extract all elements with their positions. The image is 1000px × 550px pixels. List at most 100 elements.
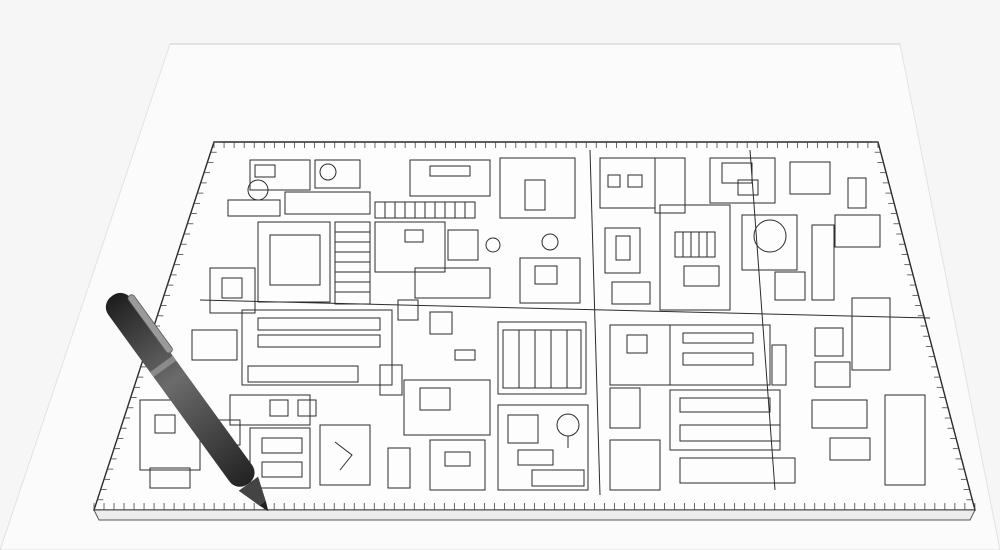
room xyxy=(497,404,589,491)
wall-horizontal-middle xyxy=(199,299,931,319)
ballpoint-pen-icon xyxy=(105,292,269,512)
room xyxy=(284,191,371,215)
room xyxy=(191,329,238,361)
room xyxy=(257,221,331,303)
stair-lines xyxy=(335,231,370,293)
room xyxy=(379,364,403,396)
room xyxy=(229,394,311,426)
room xyxy=(409,159,491,197)
room xyxy=(519,257,581,304)
room xyxy=(774,271,806,301)
room xyxy=(249,427,311,489)
room xyxy=(403,379,491,436)
room xyxy=(611,281,651,305)
room xyxy=(507,414,539,444)
wall-vertical-center xyxy=(589,149,601,496)
plant-symbol xyxy=(541,233,559,251)
pen-tip-cone xyxy=(238,476,266,506)
room xyxy=(741,214,798,271)
fixture-round xyxy=(319,163,337,181)
room xyxy=(709,157,776,204)
room xyxy=(444,451,471,467)
room xyxy=(682,332,754,344)
room xyxy=(261,461,303,478)
room xyxy=(531,469,585,487)
pen-clip xyxy=(127,294,173,354)
stair-block xyxy=(834,214,881,248)
room xyxy=(683,265,720,287)
room xyxy=(682,352,754,366)
stair-block xyxy=(674,231,716,258)
room xyxy=(154,414,176,434)
room xyxy=(261,437,303,454)
room xyxy=(679,457,796,484)
room xyxy=(814,327,844,357)
room xyxy=(227,199,281,217)
room xyxy=(297,399,317,417)
equipment xyxy=(789,161,831,195)
room xyxy=(609,439,661,491)
room xyxy=(319,424,371,486)
pen-body xyxy=(105,292,255,487)
room xyxy=(721,162,753,184)
room xyxy=(524,179,546,211)
stair-lines xyxy=(384,202,466,218)
room xyxy=(609,387,641,429)
stair-block xyxy=(811,224,835,301)
room xyxy=(517,449,554,466)
room xyxy=(414,267,491,299)
room xyxy=(829,437,871,461)
room xyxy=(454,349,476,361)
room xyxy=(221,277,243,299)
room xyxy=(534,265,558,285)
room xyxy=(604,227,641,274)
room xyxy=(737,179,759,196)
room xyxy=(241,309,393,386)
room xyxy=(257,334,381,348)
room xyxy=(269,234,321,286)
room xyxy=(429,439,486,491)
ruler-ticks xyxy=(93,141,976,511)
room xyxy=(209,267,256,314)
room xyxy=(387,447,411,489)
room xyxy=(404,229,424,243)
room xyxy=(626,334,648,354)
room xyxy=(499,157,576,219)
stair-block xyxy=(851,297,891,371)
room xyxy=(497,321,587,395)
room xyxy=(269,399,289,417)
stair-block xyxy=(334,221,371,305)
room xyxy=(811,399,868,429)
wall-vertical-right xyxy=(749,149,776,491)
room xyxy=(257,317,381,331)
parking-stalls xyxy=(502,329,582,389)
room xyxy=(669,324,771,386)
room xyxy=(679,424,781,442)
room xyxy=(254,164,276,178)
room xyxy=(429,311,453,335)
room xyxy=(654,157,686,214)
fixture-round xyxy=(753,219,787,253)
room xyxy=(607,174,621,188)
floor-plan-board xyxy=(93,141,976,521)
room xyxy=(397,299,419,321)
room xyxy=(679,397,771,413)
pen-band xyxy=(150,355,177,378)
room xyxy=(249,159,311,191)
equipment xyxy=(847,177,867,209)
room xyxy=(659,204,731,311)
room xyxy=(247,365,359,383)
plan-board-thickness xyxy=(93,509,976,521)
room xyxy=(771,344,787,386)
fixture xyxy=(334,441,353,471)
floor-plan-drawing xyxy=(139,149,931,496)
stair-block xyxy=(884,394,926,486)
room xyxy=(447,229,479,261)
room xyxy=(314,159,361,189)
room xyxy=(627,174,643,188)
room xyxy=(814,361,851,388)
room xyxy=(149,467,191,489)
plant-symbol xyxy=(485,237,501,253)
room xyxy=(374,221,446,273)
